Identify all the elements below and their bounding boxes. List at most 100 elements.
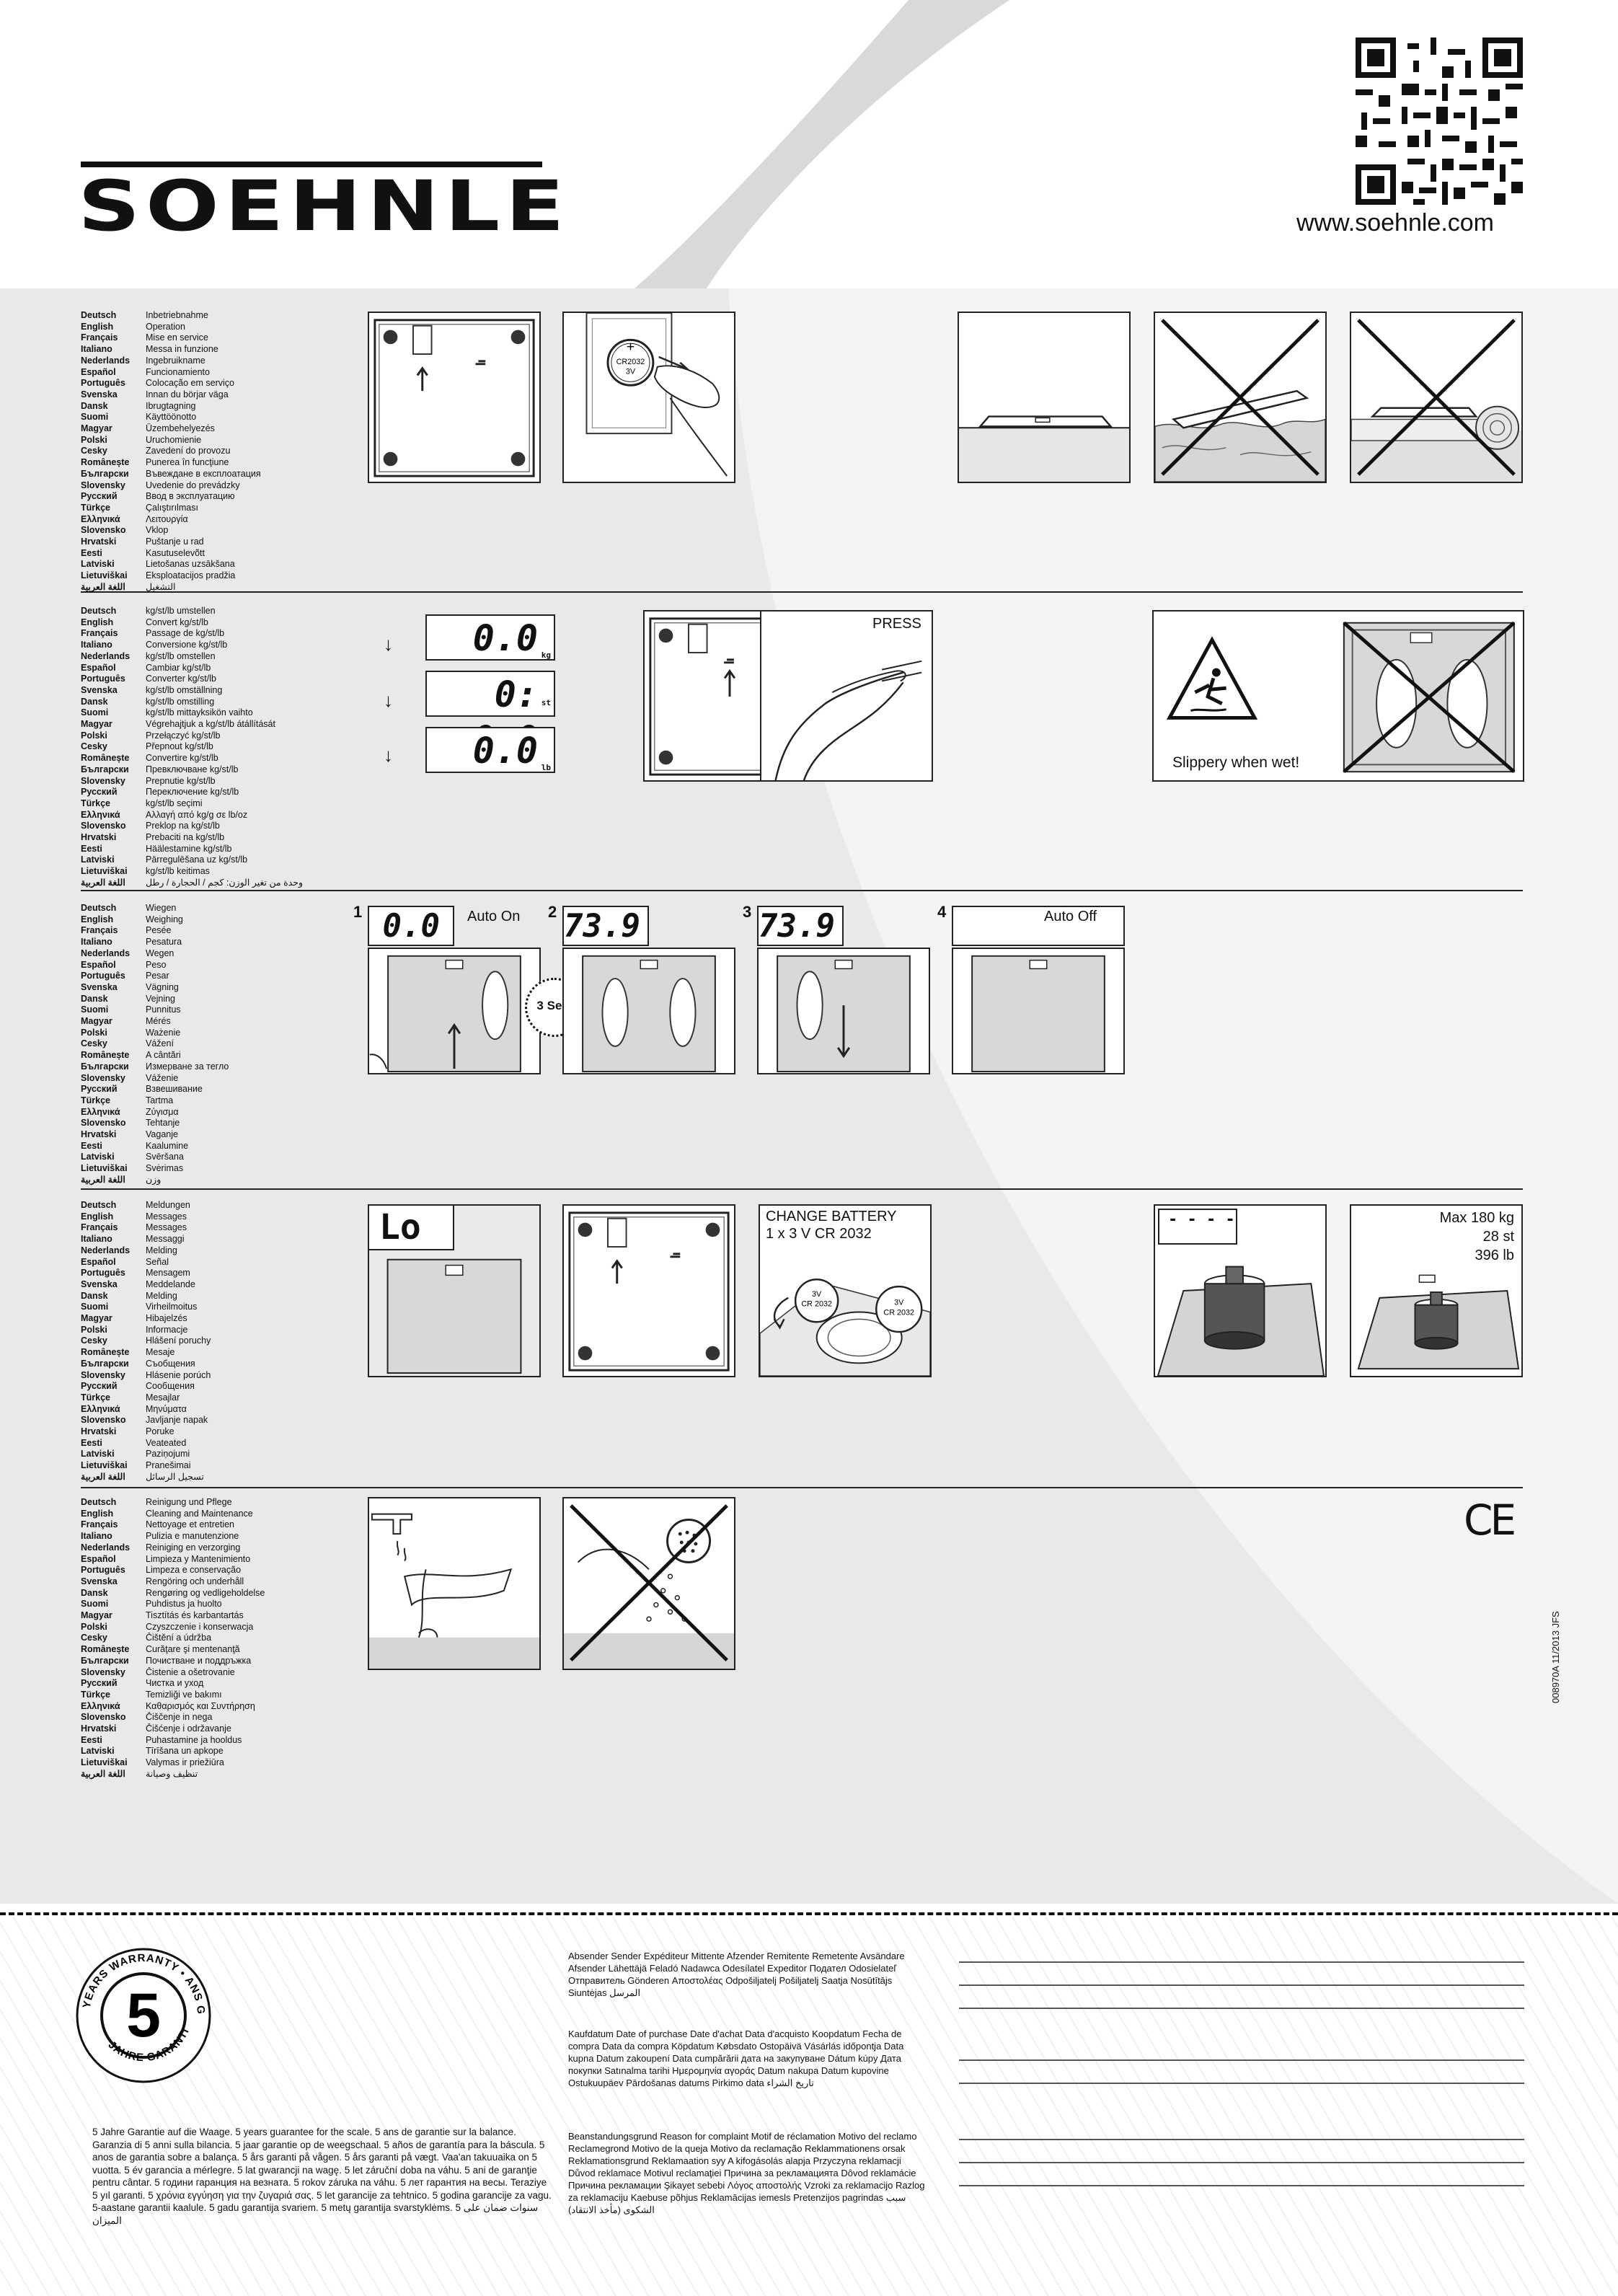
empty-scale-illustration [971, 955, 1105, 1073]
language-heading: Wegen [146, 948, 174, 958]
language-heading: Ważenie [146, 1027, 181, 1038]
language-heading: kg/st/lb omställning [146, 684, 223, 695]
language-name: Italiano [81, 1234, 112, 1245]
language-heading: Käyttöönotto [146, 412, 197, 423]
language-name: Suomi [81, 1302, 109, 1312]
scale-illustration [373, 319, 535, 477]
lcd-value: 0.0 [472, 617, 538, 659]
language-name: Português [81, 1268, 125, 1279]
language-heading: Lietošanas uzsākšana [146, 559, 235, 570]
sender-input[interactable] [959, 1961, 1524, 1963]
language-heading: Čištění a údržba [146, 1633, 212, 1643]
language-name: Nederlands [81, 1542, 131, 1553]
language-heading: Punnitus [146, 1004, 181, 1015]
language-heading: Чистка и уход [146, 1678, 204, 1689]
language-name: Românește [81, 1644, 130, 1655]
step-number: 1 [353, 903, 363, 921]
language-name: Latviski [81, 855, 115, 865]
language-name: Español [81, 662, 116, 673]
complaint-input[interactable] [959, 2162, 1524, 2163]
language-name: Eesti [81, 843, 102, 854]
language-heading: Čistenie a ošetrovanie [146, 1666, 235, 1677]
language-heading: Prebaciti na kg/st/lb [146, 832, 225, 843]
language-heading: kg/st/lb mittayksikön vaihto [146, 707, 253, 718]
language-heading: Temizliği ve bakımı [146, 1689, 222, 1700]
language-name: Slovensky [81, 1666, 125, 1677]
language-heading: Svėrimas [146, 1163, 184, 1174]
language-heading: Pesatura [146, 937, 182, 948]
language-name: Português [81, 1565, 125, 1576]
language-heading: Melding [146, 1245, 177, 1255]
language-heading: Puhdistus ja huolto [146, 1599, 222, 1610]
warranty-card-background [0, 1917, 1618, 2296]
section-divider [81, 591, 1523, 593]
purchase-date-input[interactable] [959, 2059, 1524, 2061]
change-battery-title: CHANGE BATTERY [766, 1209, 897, 1224]
language-heading: Melding [146, 1290, 177, 1301]
sender-input[interactable] [959, 2008, 1524, 2009]
language-heading: Inbetriebnahme [146, 310, 208, 320]
max-capacity-kg: Max 180 kg [1439, 1210, 1514, 1226]
language-name: Español [81, 366, 116, 377]
scale-on-floor-illustration [959, 415, 1129, 482]
step-number: 3 [743, 903, 752, 921]
svg-text:3V: 3V [812, 1290, 822, 1299]
lcd-display: 73.9 [562, 906, 649, 946]
language-name: Français [81, 1519, 118, 1530]
language-heading: Converter kg/st/lb [146, 674, 216, 684]
language-heading: Cambiar kg/st/lb [146, 662, 211, 673]
language-heading: Preklop na kg/st/lb [146, 821, 220, 831]
lcd-value: 73.9 [564, 908, 640, 945]
language-heading: Взвешивание [146, 1084, 203, 1095]
language-name: Deutsch [81, 606, 117, 616]
section-divider [81, 1188, 1523, 1190]
language-row: Español Cambiar kg/st/lb [81, 663, 355, 674]
language-name: Slovensko [81, 525, 126, 536]
language-name: Slovensko [81, 1415, 126, 1426]
language-name: English [81, 1508, 114, 1519]
header: SOEHNLE www.soehnle.com [0, 0, 1618, 288]
language-heading: Convert kg/st/lb [146, 617, 208, 627]
complaint-input[interactable] [959, 2185, 1524, 2186]
language-name: Svenska [81, 981, 118, 992]
language-name: Magyar [81, 719, 112, 730]
language-name: Cesky [81, 446, 107, 456]
language-heading: Przełączyć kg/st/lb [146, 730, 221, 741]
sender-input[interactable] [959, 1984, 1524, 1986]
language-heading: Mesajlar [146, 1392, 180, 1403]
overweight-illustration [1157, 1266, 1325, 1376]
warranty-statement: 5 Jahre Garantie auf die Waage. 5 years … [92, 2127, 552, 2226]
lcd-display [952, 906, 1125, 946]
language-name: اللغة العربية [81, 877, 125, 888]
language-heading: Въвеждане в експлоатация [146, 468, 261, 479]
purchase-date-input[interactable] [959, 2083, 1524, 2084]
complaint-input[interactable] [959, 2139, 1524, 2140]
low-battery-panel [368, 1204, 541, 1377]
